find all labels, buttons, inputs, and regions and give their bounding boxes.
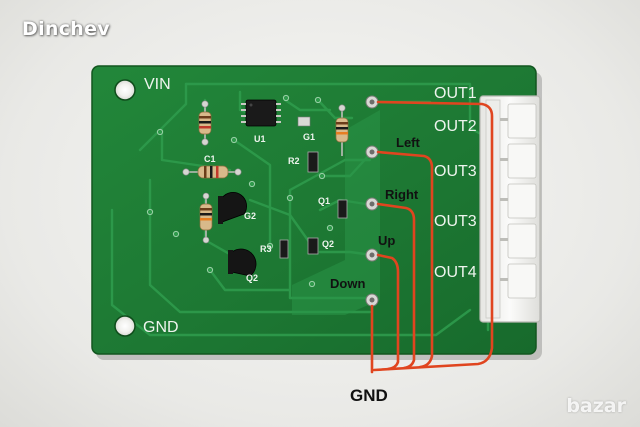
copper-pour	[292, 110, 380, 315]
silk-r3: R3	[260, 244, 272, 254]
silk-out4: OUT4	[434, 264, 477, 281]
label-down: Down	[330, 276, 365, 291]
silk-u1: U1	[254, 134, 266, 144]
mount-hole-top-left	[114, 79, 136, 101]
watermark-logo: bazar	[566, 395, 626, 417]
silk-r2: R2	[288, 156, 300, 166]
wire-right	[376, 202, 416, 370]
silk-out1: OUT1	[434, 85, 477, 102]
ic-u1	[241, 99, 281, 127]
silk-vin: VIN	[144, 76, 171, 93]
smd-q1	[337, 199, 348, 219]
ground-wires	[370, 100, 494, 374]
mount-hole-bottom-left	[114, 315, 136, 337]
label-left: Left	[396, 135, 421, 150]
author-brand: Dinchev	[22, 18, 110, 40]
transistor-g2	[218, 192, 247, 224]
silk-q2-lower: Q2	[246, 273, 258, 283]
output-connector	[479, 95, 541, 323]
resistor-mid-left	[199, 192, 213, 244]
silk-out2: OUT2	[434, 118, 477, 135]
silk-out3-lower: OUT3	[434, 213, 477, 230]
silk-gnd: GND	[143, 319, 179, 336]
silk-q2-mid: Q2	[322, 239, 334, 249]
resistor-top-left	[198, 100, 212, 146]
smd-r3	[279, 239, 289, 259]
via-array	[146, 94, 334, 288]
label-gnd-common: GND	[350, 386, 388, 405]
smd-q2-mid	[307, 237, 319, 255]
label-up: Up	[378, 233, 395, 248]
silk-out3-upper: OUT3	[434, 163, 477, 180]
label-right: Right	[385, 187, 419, 202]
header-pads	[365, 95, 379, 307]
silk-c1: C1	[204, 154, 216, 164]
wire-out1	[372, 100, 494, 372]
smd-r2	[307, 151, 319, 173]
transistor-q2-lower	[228, 248, 257, 277]
resistor-top-right	[335, 104, 349, 156]
silk-q1: Q1	[318, 196, 330, 206]
wire-left	[376, 150, 434, 369]
silk-g2: G2	[244, 211, 256, 221]
silk-g1: G1	[303, 132, 315, 142]
capacitor-c1	[182, 165, 242, 179]
smd-g1	[297, 116, 311, 127]
wire-up	[376, 253, 400, 371]
